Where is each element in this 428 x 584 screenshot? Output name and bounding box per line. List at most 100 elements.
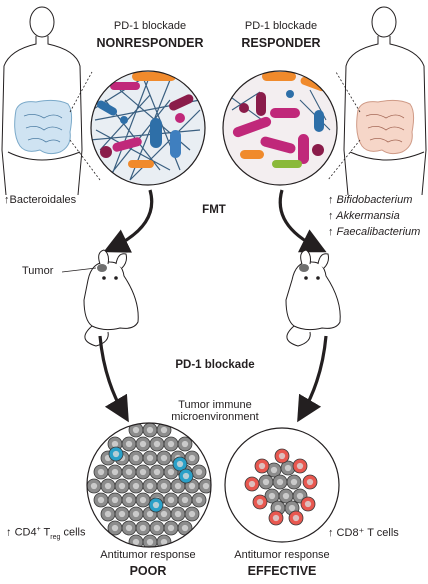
- tumor-cell: [156, 534, 172, 547]
- tumor-cell: [135, 520, 151, 536]
- tumor-label-leader: [61, 267, 97, 273]
- tme-label-line2: microenvironment: [171, 411, 259, 423]
- pd1-blockade-label: PD-1 blockade: [175, 359, 255, 371]
- tumor-cell: [121, 464, 137, 480]
- tumor-cell: [286, 474, 302, 490]
- tumor-cell: [177, 520, 193, 536]
- tumor-cell: [184, 450, 200, 466]
- tumor-cell: [156, 450, 172, 466]
- tumor-cell: [142, 450, 158, 466]
- tumor-cell: [156, 478, 172, 494]
- cd8-cells-label: ↑ CD8⁺ T cells: [328, 527, 399, 539]
- effective-response-label: Antitumor response: [234, 549, 330, 561]
- effective-response-value: EFFECTIVE: [247, 564, 317, 578]
- nonresponder-title: NONRESPONDER: [96, 36, 204, 50]
- tumor-cell: [107, 520, 123, 536]
- tumor-cell: [258, 474, 274, 490]
- tumor-cell: [100, 478, 116, 494]
- tumor-cell: [135, 464, 151, 480]
- tumor-cell: [100, 506, 116, 522]
- poor-response-cell-cluster: [86, 422, 212, 548]
- tumor-cell: [191, 464, 207, 480]
- tumor-left-icon: [97, 264, 107, 272]
- treatment-arrow-right: [297, 335, 328, 423]
- responder-microbiome-circle: [222, 70, 338, 186]
- cd8-t-cell: [302, 474, 318, 490]
- nonresponder-gut-icon: [14, 99, 73, 155]
- treg-cell: [178, 468, 194, 484]
- tumor-cell: [142, 534, 158, 547]
- tumor-cell: [280, 460, 296, 476]
- tumor-cell: [163, 436, 179, 452]
- zoom-guide-lines-right: [327, 71, 361, 181]
- faecalibacterium-label: ↑ Faecalibacterium: [328, 226, 421, 238]
- tumor-cell: [114, 506, 130, 522]
- fmt-arrow-left: [103, 189, 154, 253]
- fmt-arrow-right: [278, 189, 327, 253]
- tumor-cell: [114, 478, 130, 494]
- responder-gut-icon: [356, 99, 415, 155]
- nonresponder-subtitle: PD-1 blockade: [113, 20, 187, 32]
- tumor-cell: [121, 520, 137, 536]
- tumor-cell: [93, 492, 109, 508]
- responder-title: RESPONDER: [241, 36, 321, 50]
- tumor-cell: [87, 478, 102, 494]
- tumor-cell: [149, 464, 165, 480]
- cd8-t-cell: [252, 494, 268, 510]
- treatment-arrow-left: [98, 335, 129, 423]
- poor-response-label: Antitumor response: [100, 549, 196, 561]
- tumor-cell: [135, 492, 151, 508]
- treg-cell: [172, 456, 188, 472]
- tumor-cell: [135, 436, 151, 452]
- tme-label-line1: Tumor immune: [178, 399, 252, 411]
- cd8-t-cell: [268, 510, 284, 526]
- mouse-left-icon: [83, 249, 139, 347]
- cd8-t-cell: [274, 448, 290, 464]
- responder-human-figure: [343, 6, 427, 196]
- tumor-cell: [272, 474, 288, 490]
- tumor-cell: [198, 478, 211, 494]
- tumor-cell: [128, 450, 144, 466]
- bacteroidales-label: ↑Bacteroidales: [4, 194, 77, 206]
- cd8-t-cell: [254, 458, 270, 474]
- tumor-cell: [184, 506, 200, 522]
- tumor-cell: [142, 478, 158, 494]
- tumor-cell: [156, 423, 172, 438]
- treg-cell: [148, 497, 164, 513]
- tumor-cell: [177, 492, 193, 508]
- tumor-cell: [163, 492, 179, 508]
- fmt-label: FMT: [202, 204, 226, 216]
- nonresponder-human-figure: [1, 6, 83, 196]
- tumor-cell: [107, 464, 123, 480]
- mouse-right-icon: [285, 249, 341, 347]
- treg-cell: [108, 446, 124, 462]
- tumor-cell: [128, 478, 144, 494]
- zoom-guide-lines-left: [69, 71, 101, 181]
- tumor-cell: [128, 506, 144, 522]
- cd8-t-cell: [300, 496, 316, 512]
- cd8-t-cell: [292, 458, 308, 474]
- cd8-t-cell: [244, 476, 260, 492]
- tumor-cell: [149, 520, 165, 536]
- tumor-label: Tumor: [22, 265, 54, 277]
- bifidobacterium-label: ↑ Bifidobacterium: [328, 194, 413, 206]
- tumor-cell: [121, 436, 137, 452]
- treg-cells-label: ↑ CD4+ Treg cells: [6, 526, 86, 541]
- cd8-t-cell: [288, 510, 304, 526]
- akkermansia-label: ↑ Akkermansia: [328, 210, 400, 222]
- tumor-cell: [93, 464, 109, 480]
- tumor-cell: [163, 520, 179, 536]
- tumor-cell: [149, 436, 165, 452]
- tumor-cell: [191, 492, 207, 508]
- tumor-right-icon: [299, 264, 309, 272]
- tumor-cell: [107, 492, 123, 508]
- tumor-cell: [142, 423, 158, 438]
- nonresponder-microbiome-circle: [90, 70, 206, 186]
- tumor-cell: [170, 506, 186, 522]
- responder-subtitle: PD-1 blockade: [244, 20, 318, 32]
- tumor-cell: [177, 436, 193, 452]
- tumor-cell: [121, 492, 137, 508]
- poor-response-value: POOR: [129, 564, 167, 578]
- effective-response-cell-cluster: [224, 427, 340, 543]
